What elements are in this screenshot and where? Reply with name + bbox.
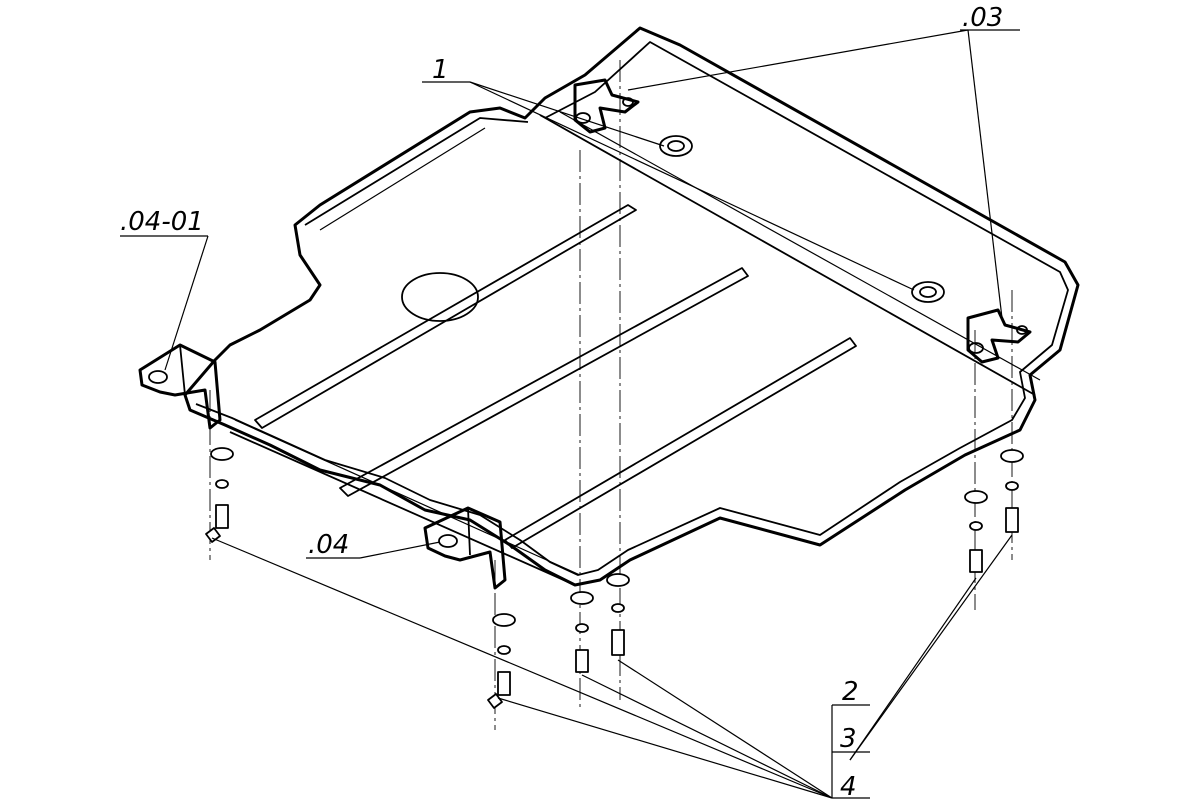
flange-bolt-right [911,281,945,303]
label-part-1: 1 [432,55,449,85]
fastener-stack-left [205,447,234,543]
fastener-stack-rear-1 [487,613,516,709]
fastener-stack-rear-2 [570,591,594,673]
fastener-stack-right-1 [964,490,988,573]
assembly-axes [209,60,1013,730]
label-part-2: 2 [842,677,859,707]
flange-bolt-left [659,135,693,157]
label-part-3: 3 [840,724,857,754]
label-part-4: 4 [840,772,857,800]
fastener-stack-right-2 [1000,449,1024,533]
bracket-04 [423,506,507,590]
front-clip-right [966,308,1032,364]
label-part-03: .03 [962,3,1003,33]
leader-lines [120,29,1020,799]
fastener-stack-rear-3 [606,573,630,656]
label-part-04-01: .04-01 [120,207,204,237]
front-clip-left [573,78,640,134]
label-part-04: .04 [308,530,349,560]
bracket-04-01 [138,343,222,430]
skid-plate [183,26,1080,587]
